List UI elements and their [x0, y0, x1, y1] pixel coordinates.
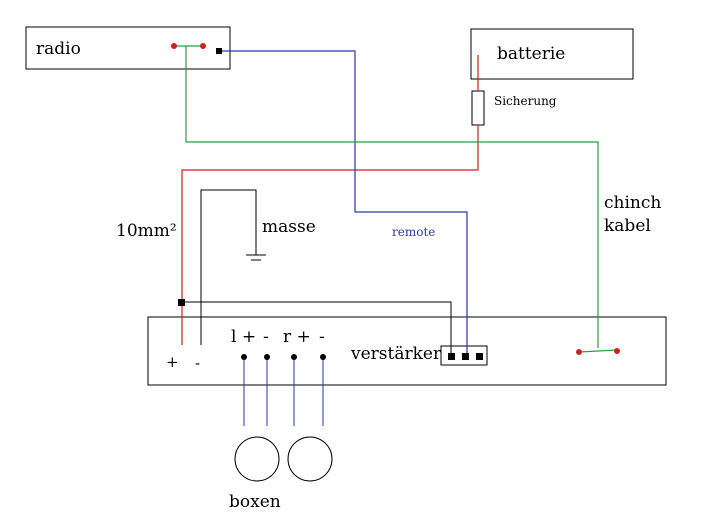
speaker-right: [287, 436, 333, 482]
amp-sense-wire: [182, 301, 452, 355]
chinch-amp-link: [578, 349, 618, 353]
battery-label: batterie: [497, 44, 565, 64]
amp-plus-label: +: [166, 353, 179, 371]
amplifier-label: verstärker: [350, 344, 442, 364]
amp-right-minus-label: -: [319, 327, 325, 347]
speakers-label: boxen: [229, 492, 281, 512]
amplifier-box: [147, 316, 667, 386]
cable-size-label: 10mm²: [116, 221, 177, 241]
amp-left-plus-label: l +: [231, 327, 256, 347]
amp-sense-junction: [178, 299, 185, 306]
amp-minus-label: -: [195, 354, 200, 372]
radio-label: radio: [36, 39, 81, 59]
chinch-wire: [185, 46, 599, 348]
remote-connector: [440, 345, 488, 366]
fuse-label: Sicherung: [494, 94, 557, 108]
radio-chinch-dot-right: [200, 43, 206, 49]
radio-remote-terminal: [216, 48, 222, 54]
ground-wire: [200, 189, 257, 345]
terminal-dot-l-minus: [264, 354, 270, 360]
remote-label: remote: [392, 225, 435, 239]
speaker-left: [234, 436, 280, 482]
kabel-label: kabel: [604, 216, 651, 236]
amp-right-plus-label: r +: [283, 327, 311, 347]
terminal-dot-l-plus: [241, 354, 247, 360]
remote-pin-3: [476, 353, 483, 360]
amp-chinch-dot-right: [614, 348, 620, 354]
radio-chinch-dot-left: [171, 43, 177, 49]
terminal-dot-r-plus: [291, 354, 297, 360]
chinch-label: chinch: [604, 193, 661, 213]
amp-left-minus-label: -: [263, 327, 269, 347]
terminal-dot-r-minus: [320, 354, 326, 360]
power-wire-main: [181, 125, 479, 345]
fuse: [471, 90, 485, 126]
remote-wire: [220, 50, 468, 355]
remote-pin-1: [448, 353, 455, 360]
battery-box: [470, 28, 634, 80]
amp-chinch-dot-left: [576, 349, 582, 355]
radio-box: [25, 26, 231, 70]
remote-pin-2: [462, 353, 469, 360]
ground-label: masse: [262, 217, 316, 237]
